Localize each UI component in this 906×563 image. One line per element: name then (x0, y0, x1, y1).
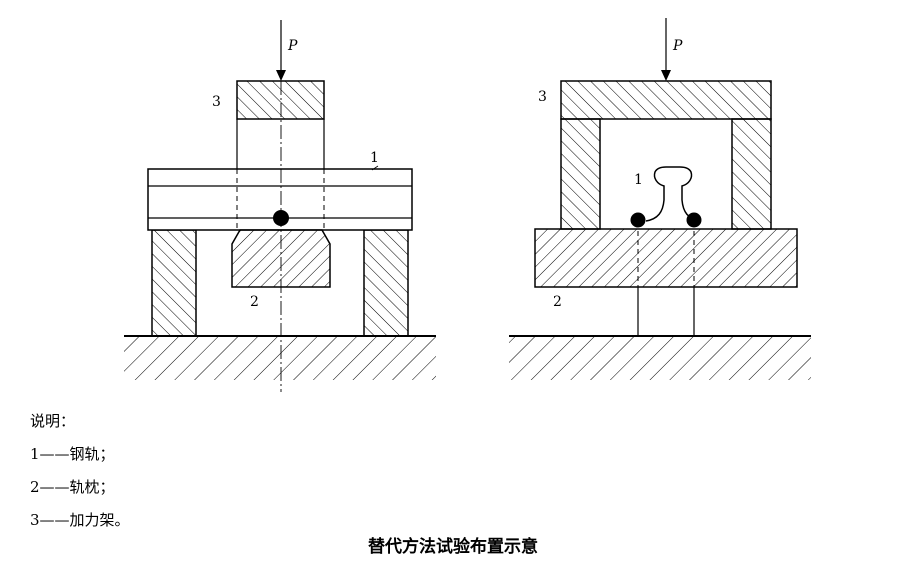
left-ground (124, 335, 436, 380)
right-load-ball-left (630, 212, 646, 228)
legend-item-rail: 1——钢轨； (30, 445, 115, 463)
left-label-rail: 1 (370, 150, 379, 166)
right-label-frame: 3 (538, 89, 547, 105)
legend-heading: 说明： (30, 412, 76, 430)
left-label-sleeper: 2 (250, 294, 259, 310)
right-rail-profile (645, 166, 701, 222)
legend: 说明： 1——钢轨； 2——轨枕； 3——加力架。 (30, 405, 130, 537)
right-label-rail: 1 (634, 172, 643, 188)
right-sleeper (534, 228, 798, 288)
right-load-ball-right (686, 212, 702, 228)
left-force-arrow (276, 20, 286, 81)
legend-item-sleeper: 2——轨枕； (30, 478, 115, 496)
left-frame-block (236, 80, 325, 120)
right-force-label: P (672, 38, 683, 54)
left-force-label: P (287, 38, 298, 54)
legend-item-frame: 3——加力架。 (30, 511, 130, 529)
left-setup: P 3 1 2 (124, 20, 436, 392)
figure-caption: 替代方法试验布置示意 (368, 537, 538, 557)
left-label-frame: 3 (212, 94, 221, 110)
left-support-right (363, 229, 409, 337)
right-label-sleeper: 2 (553, 294, 562, 310)
right-setup: P 3 1 2 (509, 18, 811, 380)
right-frame-top (560, 80, 772, 120)
right-frame-leg-right (731, 118, 772, 230)
left-support-left (151, 229, 197, 337)
right-frame-leg-left (560, 118, 601, 230)
right-ground (509, 335, 811, 380)
test-setup-diagram: P 3 1 2 P (124, 18, 811, 392)
right-force-arrow (661, 18, 671, 81)
